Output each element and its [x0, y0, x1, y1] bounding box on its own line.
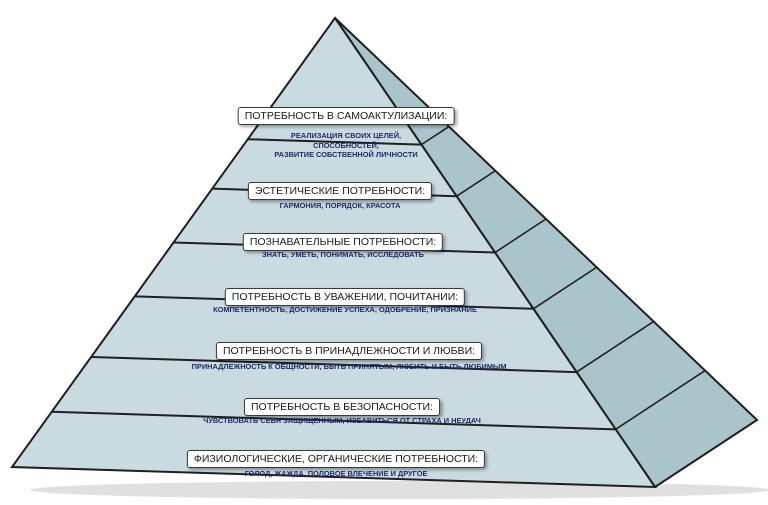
tier-title: ПОТРЕБНОСТЬ В САМОАКТУЛИЗАЦИИ:	[237, 107, 455, 125]
tier-description: ЗНАТЬ, УМЕТЬ, ПОНИМАТЬ, ИССЛЕДОВАТЬ	[262, 250, 424, 260]
tier-title: ПОТРЕБНОСТЬ В ПРИНАДЛЕЖНОСТИ И ЛЮБВИ:	[215, 342, 483, 360]
side-divider-line	[576, 320, 655, 373]
tier-description-line: ЗНАТЬ, УМЕТЬ, ПОНИМАТЬ, ИССЛЕДОВАТЬ	[262, 250, 424, 259]
tier-title: ФИЗИОЛОГИЧЕСКИЕ, ОРГАНИЧЕСКИЕ ПОТРЕБНОСТ…	[186, 450, 486, 468]
side-divider-line	[532, 266, 598, 310]
tier-title: ЭСТЕТИЧЕСКИЕ ПОТРЕБНОСТИ:	[247, 182, 433, 200]
tier-description: ЧУВСТВОВАТЬ СЕБЯ ЗАЩИЩЕННЫМ, ИЗБАВИТЬСЯ …	[203, 416, 481, 426]
tier-description-line: КОМПЕТЕНТНОСТЬ, ДОСТИЖЕНИЕ УСПЕХА, ОДОБР…	[213, 305, 477, 314]
tier-title: ПОТРЕБНОСТЬ В УВАЖЕНИИ, ПОЧИТАНИИ:	[224, 288, 466, 306]
tier-divider-line	[247, 138, 422, 146]
side-divider-line	[615, 369, 706, 430]
tier-description-line: РЕАЛИЗАЦИЯ СВОИХ ЦЕЛЕЙ,	[290, 131, 402, 140]
tier-description: КОМПЕТЕНТНОСТЬ, ДОСТИЖЕНИЕ УСПЕХА, ОДОБР…	[213, 305, 477, 315]
tier-title: ПОЗНАВАТЕЛЬНЫЕ ПОТРЕБНОСТИ:	[242, 233, 444, 251]
tier-description-line: ГАРМОНИЯ, ПОРЯДОК, КРАСОТА	[279, 201, 401, 210]
side-divider-line	[420, 125, 450, 146]
side-divider-line	[494, 218, 547, 254]
tier-description-line: ГОЛОД, ЖАЖДА, ПОЛОВОЕ ВЛЕЧЕНИЕ И ДРУГОЕ	[244, 469, 428, 478]
tier-description: ГОЛОД, ЖАЖДА, ПОЛОВОЕ ВЛЕЧЕНИЕ И ДРУГОЕ	[245, 469, 428, 479]
side-divider-line	[456, 170, 496, 197]
tier-description-line: СПОСОБНОСТЕЙ,	[313, 140, 379, 150]
tier-divider-line	[51, 410, 616, 431]
tier-description: ГАРМОНИЯ, ПОРЯДОК, КРАСОТА	[280, 201, 401, 211]
tier-description-line: РАЗВИТИЕ СОБСТВЕННОЙ ЛИЧНОСТИ	[274, 150, 418, 159]
tier-description-line: ПРИНАДЛЕЖНОСТЬ К ОБЩНОСТИ, БЫТЬ ПРИНЯТЫМ…	[191, 362, 507, 371]
tier-title: ПОТРЕБНОСТЬ В БЕЗОПАСНОСТИ:	[244, 398, 440, 416]
tier-divider-line	[91, 355, 577, 374]
tier-description-line: ЧУВСТВОВАТЬ СЕБЯ ЗАЩИЩЕННЫМ, ИЗБАВИТЬСЯ …	[203, 416, 481, 425]
tier-description: РЕАЛИЗАЦИЯ СВОИХ ЦЕЛЕЙ,СПОСОБНОСТЕЙ,РАЗВ…	[274, 131, 417, 160]
tier-description: ПРИНАДЛЕЖНОСТЬ К ОБЩНОСТИ, БЫТЬ ПРИНЯТЫМ…	[192, 362, 507, 372]
